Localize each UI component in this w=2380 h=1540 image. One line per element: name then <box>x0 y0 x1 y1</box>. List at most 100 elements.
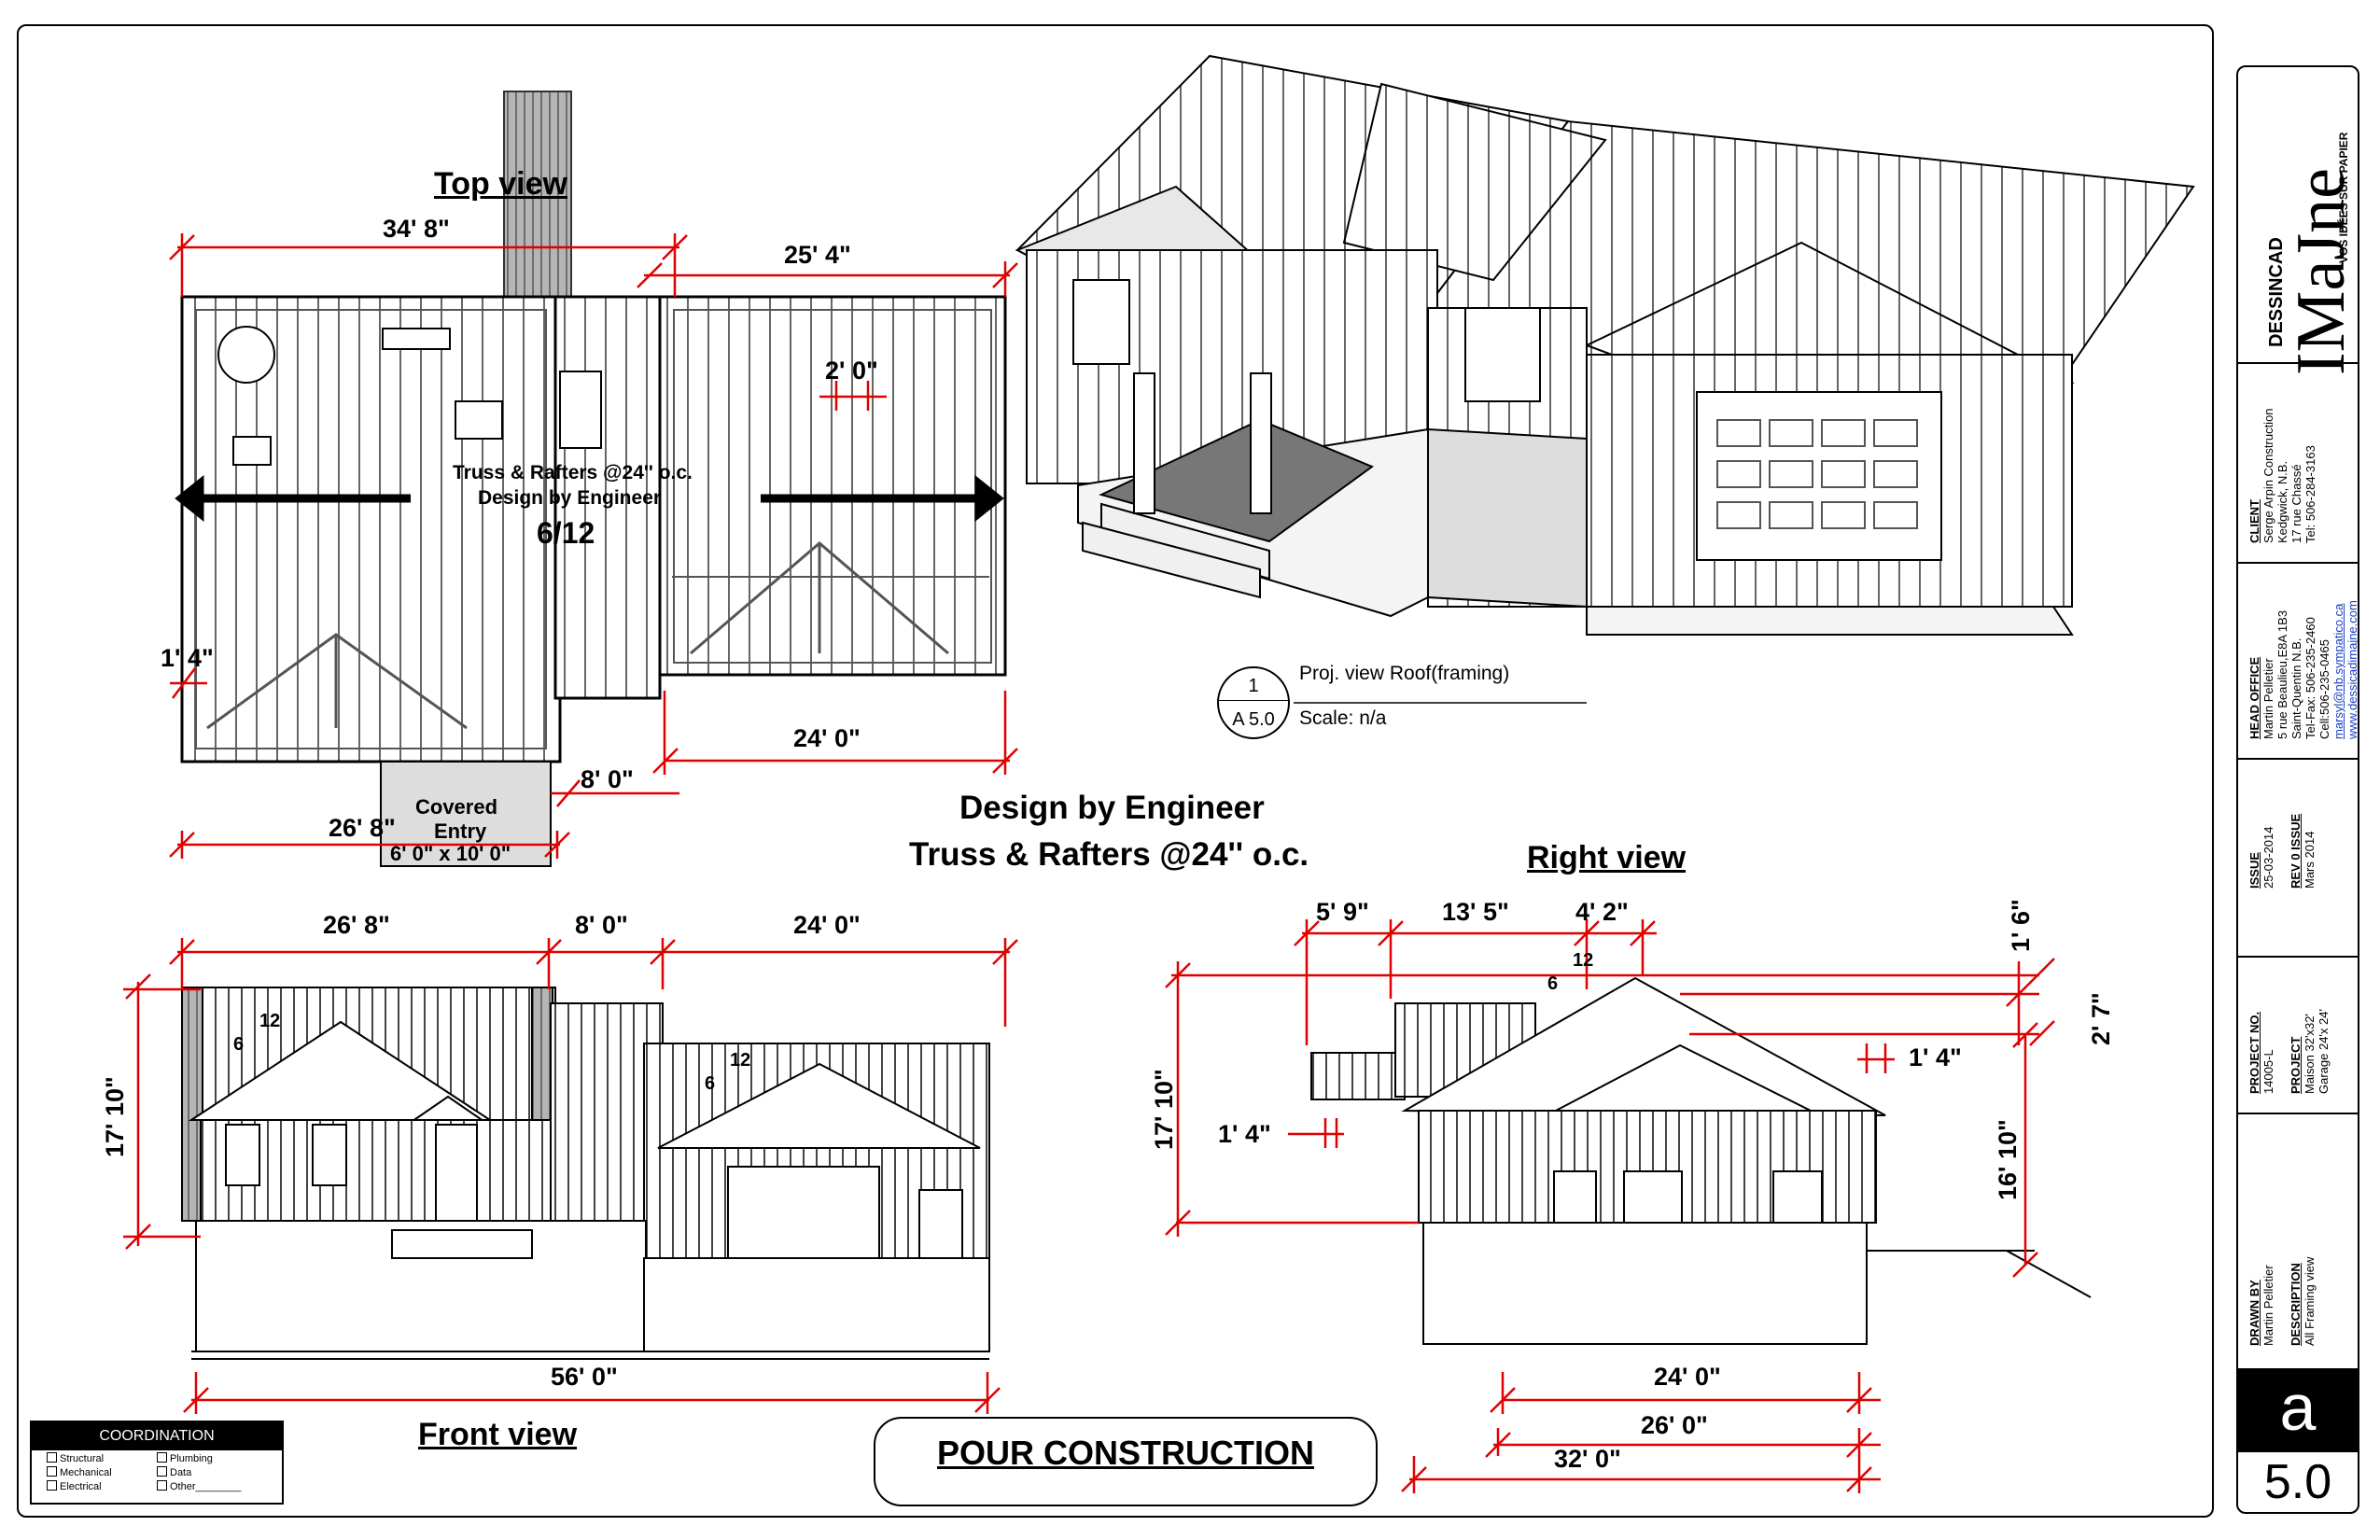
description-value: All Framing view <box>2303 1256 2317 1346</box>
tb-separator <box>2238 562 2358 564</box>
project-no-block: PROJECT NO. 14005-L <box>2247 1012 2275 1094</box>
front-view-elevation <box>181 987 990 1360</box>
office-line: Cell:506-235-0465 <box>2317 639 2331 739</box>
tb-separator <box>2238 362 2358 364</box>
office-email-link[interactable]: marsyl@nb.sympatico.ca <box>2331 603 2345 739</box>
right-dim-4-2: 4' 2" <box>1575 898 1629 926</box>
office-line: Saint-Quentin N.B. <box>2289 637 2303 739</box>
office-website-link[interactable]: www.dessicadimajne.com <box>2345 600 2359 739</box>
tb-separator <box>2238 758 2358 760</box>
right-dim-17-10: 17' 10" <box>1150 1069 1178 1150</box>
issue-value: 25-03-2014 <box>2261 826 2275 889</box>
front-dim-8-0: 8' 0" <box>575 911 628 939</box>
coordination-structural: Structural <box>47 1452 157 1466</box>
top-dim-34-8: 34' 8" <box>383 215 450 243</box>
client-heading: CLIENT <box>2247 499 2261 543</box>
drawn-by-heading: DRAWN BY <box>2247 1280 2261 1346</box>
right-dim-1-6: 1' 6" <box>2007 899 2035 952</box>
tb-separator <box>2238 1113 2358 1114</box>
right-dim-13-5: 13' 5" <box>1442 898 1509 926</box>
covered-entry-label-2: Entry <box>434 819 487 843</box>
front-pitch-rise-b: 6 <box>705 1073 716 1094</box>
right-dim-2-7: 2' 7" <box>2087 992 2115 1045</box>
right-pitch-run: 12 <box>1573 950 1594 971</box>
coordination-header: COORDINATION <box>32 1422 282 1450</box>
top-truss-note: Truss & Rafters @24'' o.c. <box>453 462 693 483</box>
detail-number: 1 <box>1248 676 1259 696</box>
top-dim-25-4: 25' 4" <box>784 241 851 269</box>
client-line: Kedgwick, N.B. <box>2275 460 2289 543</box>
head-office-heading: HEAD OFFICE <box>2247 656 2261 739</box>
front-dim-24-0: 24' 0" <box>793 911 861 939</box>
detail-title: Proj. view Roof(framing) <box>1299 663 1510 684</box>
project-no-heading: PROJECT NO. <box>2247 1011 2261 1094</box>
client-block: CLIENT Serge Arpin Construction Kedgwick… <box>2247 408 2317 543</box>
front-pitch-rise-a: 6 <box>233 1034 245 1055</box>
projection-view-roof-framing <box>1015 54 2195 636</box>
issue-block: ISSUE 25-03-2014 <box>2247 827 2275 889</box>
pour-construction-box: POUR CONSTRUCTION <box>874 1417 1378 1506</box>
pour-construction-label: POUR CONSTRUCTION <box>937 1434 1314 1472</box>
right-view-title: Right view <box>1527 840 1687 875</box>
coordination-box: COORDINATION Structural Plumbing Mechani… <box>30 1421 284 1505</box>
right-pitch-rise: 6 <box>1547 973 1559 994</box>
office-line: 5 rue Beaulieu,E8A 1B3 <box>2275 609 2289 739</box>
client-line: Tel: 506-284-3163 <box>2303 445 2317 543</box>
head-office-block: HEAD OFFICE Martin Pelletier 5 rue Beaul… <box>2247 600 2359 739</box>
right-dim-24-0: 24' 0" <box>1654 1363 1721 1391</box>
project-line: Garage 24'x 24' <box>2317 1009 2331 1094</box>
roof-pitch-label: 6/12 <box>537 516 595 550</box>
truss-rafters-note: Truss & Rafters @24'' o.c. <box>909 836 1309 873</box>
logo-tagline: VOS IDÉES SUR PAPIER <box>2337 132 2350 263</box>
tb-separator <box>2238 956 2358 958</box>
rev-heading: REV 0 ISSUE <box>2289 813 2303 889</box>
description-heading: DESCRIPTION <box>2289 1263 2303 1346</box>
coordination-plumbing: Plumbing <box>157 1452 267 1466</box>
right-dim-1-4-upper: 1' 4" <box>1909 1043 1962 1071</box>
front-view-dimensions <box>123 938 1018 1414</box>
top-dim-26-8: 26' 8" <box>329 814 396 842</box>
top-dim-1-4: 1' 4" <box>161 644 214 672</box>
covered-entry-size: 6' 0" x 10' 0" <box>390 842 511 865</box>
drawn-by-block: DRAWN BY Martin Pelletier <box>2247 1265 2275 1346</box>
detail-callout-bubble: 1 A 5.0 <box>1217 666 1290 739</box>
top-dim-2-0: 2' 0" <box>825 357 878 385</box>
front-pitch-run-a: 12 <box>259 1011 281 1031</box>
right-dim-16-10: 16' 10" <box>1994 1119 2022 1200</box>
office-line: Tel-Fax: 506-235-2460 <box>2303 617 2317 739</box>
rev-block: REV 0 ISSUE Mars 2014 <box>2289 814 2317 889</box>
project-line: Maison 32'x32' <box>2303 1014 2317 1094</box>
sheet-border <box>17 24 2214 1518</box>
top-view-plan <box>175 91 1007 867</box>
design-by-engineer-note: Design by Engineer <box>959 790 1265 826</box>
right-dim-1-4-lower: 1' 4" <box>1218 1120 1271 1148</box>
sheet-number: 5.0 <box>2263 1455 2332 1509</box>
coordination-other: Other________ <box>157 1480 267 1494</box>
front-view-title: Front view <box>418 1417 578 1452</box>
project-block: PROJECT Maison 32'x32' Garage 24'x 24' <box>2289 1009 2331 1094</box>
right-view-elevation <box>1288 976 2092 1345</box>
front-dim-26-8: 26' 8" <box>323 911 390 939</box>
rev-value: Mars 2014 <box>2303 831 2317 889</box>
front-dim-17-10: 17' 10" <box>101 1076 129 1157</box>
top-view-title: Top view <box>434 166 567 202</box>
client-line: Serge Arpin Construction <box>2261 408 2275 543</box>
right-dim-32-0: 32' 0" <box>1554 1445 1621 1473</box>
front-pitch-run-b: 12 <box>730 1050 751 1071</box>
project-no-value: 14005-L <box>2261 1049 2275 1094</box>
sheet-letter: a <box>2238 1368 2358 1452</box>
right-dim-26-0: 26' 0" <box>1641 1411 1708 1439</box>
detail-sheet-ref: A 5.0 <box>1232 709 1275 730</box>
coordination-electrical: Electrical <box>47 1480 157 1494</box>
issue-heading: ISSUE <box>2247 851 2261 889</box>
coordination-mechanical: Mechanical <box>47 1466 157 1480</box>
top-view-dimensions <box>169 233 1018 859</box>
right-dim-5-9: 5' 9" <box>1316 898 1369 926</box>
top-dim-8-0: 8' 0" <box>581 765 634 793</box>
right-view-dimensions <box>1165 919 2055 1493</box>
title-block: DESSINCAD IMaJne VOS IDÉES SUR PAPIER CL… <box>2236 65 2359 1514</box>
front-dim-56-0: 56' 0" <box>551 1363 618 1391</box>
project-heading: PROJECT <box>2289 1036 2303 1094</box>
client-line: 17 rue Chassé <box>2289 464 2303 543</box>
